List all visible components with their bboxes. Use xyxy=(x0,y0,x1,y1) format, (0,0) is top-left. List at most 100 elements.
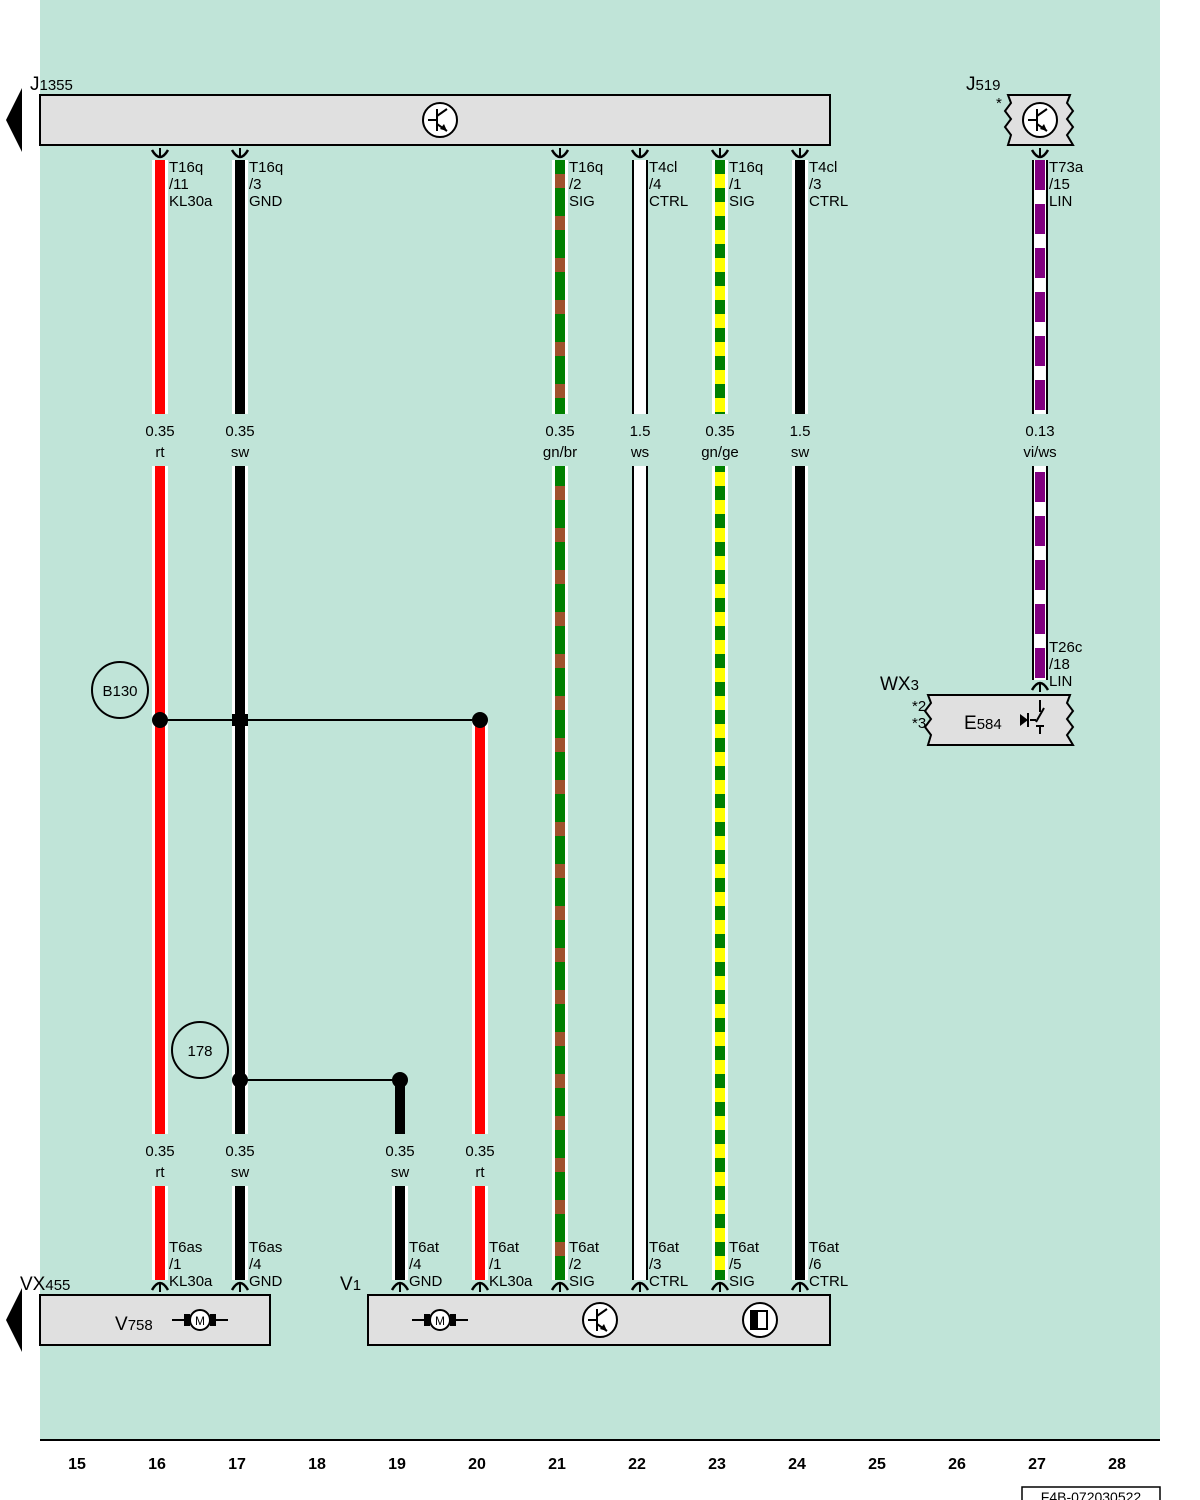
module-j1355[interactable]: J1355 xyxy=(6,74,831,152)
grid-number: 22 xyxy=(628,1456,646,1473)
wire-16-top xyxy=(152,160,168,414)
continuation-arrow xyxy=(6,88,22,152)
pin-label-20-bot: T6at /1 KL30a xyxy=(489,1239,533,1290)
wire-label-16-bot: 0.35 rt xyxy=(145,1143,174,1181)
svg-text:T6at: T6at xyxy=(569,1239,600,1256)
svg-text:T4cl: T4cl xyxy=(649,159,677,176)
svg-text:/4: /4 xyxy=(649,176,662,193)
svg-text:M: M xyxy=(435,1314,445,1328)
junction-dot xyxy=(472,712,488,728)
svg-text:/5: /5 xyxy=(729,1256,742,1273)
wire-19-bot xyxy=(392,1186,408,1280)
drawing-id-box: F4B-072030522 xyxy=(1021,1486,1161,1500)
wire-label-20: 0.35 rt xyxy=(465,1143,494,1181)
svg-text:T6at: T6at xyxy=(809,1239,840,1256)
svg-text:T6as: T6as xyxy=(249,1239,282,1256)
svg-text:rt: rt xyxy=(155,444,165,461)
svg-text:CTRL: CTRL xyxy=(649,1273,688,1290)
e584-mark-3: *3 xyxy=(912,715,926,732)
grid-number: 25 xyxy=(868,1456,886,1473)
junction-dot xyxy=(392,1072,408,1088)
svg-text:SIG: SIG xyxy=(729,1273,755,1290)
connector-marks xyxy=(150,148,1050,1292)
pin-label-17-top: T16q /3 GND xyxy=(249,159,283,210)
wire-22-mid xyxy=(632,466,648,1280)
svg-text:GND: GND xyxy=(409,1273,443,1290)
grid-number: 24 xyxy=(788,1456,806,1473)
wire-label-17-top: 0.35 sw xyxy=(225,423,254,461)
svg-text:0.35: 0.35 xyxy=(705,423,734,440)
svg-text:SIG: SIG xyxy=(569,1273,595,1290)
svg-text:LIN: LIN xyxy=(1049,193,1072,210)
svg-text:0.35: 0.35 xyxy=(145,1143,174,1160)
svg-text:/3: /3 xyxy=(249,176,262,193)
crossing-mark xyxy=(232,714,248,726)
wire-16-bot xyxy=(152,1186,168,1280)
svg-text:T6at: T6at xyxy=(729,1239,760,1256)
svg-text:/15: /15 xyxy=(1049,176,1070,193)
pin-label-16-bot: T6as /1 KL30a xyxy=(169,1239,213,1290)
svg-text:T16q: T16q xyxy=(249,159,283,176)
pin-label-23-bot: T6at /5 SIG xyxy=(729,1239,760,1290)
svg-text:/1: /1 xyxy=(729,176,742,193)
j1355-label: J1355 xyxy=(30,74,73,95)
wire-label-27: 0.13 vi/ws xyxy=(1023,423,1056,461)
pin-label-22-bot: T6at /3 CTRL xyxy=(649,1239,688,1290)
svg-text:/3: /3 xyxy=(809,176,822,193)
svg-text:CTRL: CTRL xyxy=(809,1273,848,1290)
wire-19-mid xyxy=(395,1080,405,1134)
svg-text:T6at: T6at xyxy=(409,1239,440,1256)
wire-22-top xyxy=(632,160,648,414)
svg-text:T4cl: T4cl xyxy=(809,159,837,176)
module-v758[interactable]: V758 M VX455 xyxy=(6,1274,271,1352)
wire-label-24: 1.5 sw xyxy=(790,423,811,461)
v1-label: V1 xyxy=(340,1274,361,1295)
svg-text:T6at: T6at xyxy=(649,1239,680,1256)
junction-b130-label: B130 xyxy=(91,661,149,719)
transistor-icon xyxy=(422,102,458,138)
svg-text:GND: GND xyxy=(249,193,283,210)
v758-label: V758 xyxy=(115,1314,153,1335)
svg-text:SIG: SIG xyxy=(729,193,755,210)
pin-label-27-e584: T26c /18 LIN xyxy=(1049,639,1083,690)
pin-label-17-bot: T6as /4 GND xyxy=(249,1239,283,1290)
wire-17-top xyxy=(232,160,248,414)
grid-number: 17 xyxy=(228,1456,246,1473)
grid-number: 15 xyxy=(68,1456,86,1473)
grid-number: 28 xyxy=(1108,1456,1126,1473)
sensor-icon xyxy=(742,1302,778,1338)
wire-label-23: 0.35 gn/ge xyxy=(701,423,739,461)
module-e584[interactable]: E584 *2 *3 WX3 xyxy=(880,674,1075,746)
module-v1[interactable]: V1 M xyxy=(340,1274,831,1346)
svg-text:T73a: T73a xyxy=(1049,159,1084,176)
grid-number: 18 xyxy=(308,1456,326,1473)
svg-text:/4: /4 xyxy=(409,1256,422,1273)
pin-label-24-bot: T6at /6 CTRL xyxy=(809,1239,848,1290)
wire-17-bot xyxy=(232,1186,248,1280)
svg-text:0.35: 0.35 xyxy=(145,423,174,440)
svg-text:T6as: T6as xyxy=(169,1239,202,1256)
svg-text:/18: /18 xyxy=(1049,656,1070,673)
svg-text:sw: sw xyxy=(391,1164,410,1181)
wire-label-19: 0.35 sw xyxy=(385,1143,414,1181)
module-j519[interactable]: J519 * xyxy=(966,74,1075,146)
svg-text:GND: GND xyxy=(249,1273,283,1290)
wire-label-22: 1.5 ws xyxy=(630,423,651,461)
pin-label-27-top: T73a /15 LIN xyxy=(1049,159,1084,210)
junction-dot xyxy=(152,712,168,728)
svg-text:/1: /1 xyxy=(489,1256,502,1273)
svg-text:0.35: 0.35 xyxy=(465,1143,494,1160)
pin-label-22-top: T4cl /4 CTRL xyxy=(649,159,688,210)
svg-text:SIG: SIG xyxy=(569,193,595,210)
motor-icon: M xyxy=(412,1309,468,1331)
svg-text:1.5: 1.5 xyxy=(790,423,811,440)
grid-number: 26 xyxy=(948,1456,966,1473)
svg-text:T16q: T16q xyxy=(729,159,763,176)
svg-text:T6at: T6at xyxy=(489,1239,520,1256)
svg-text:/2: /2 xyxy=(569,176,582,193)
svg-text:rt: rt xyxy=(155,1164,165,1181)
svg-text:B130: B130 xyxy=(102,683,137,700)
svg-text:0.35: 0.35 xyxy=(225,1143,254,1160)
pin-label-21-top: T16q /2 SIG xyxy=(569,159,603,210)
svg-text:T16q: T16q xyxy=(169,159,203,176)
